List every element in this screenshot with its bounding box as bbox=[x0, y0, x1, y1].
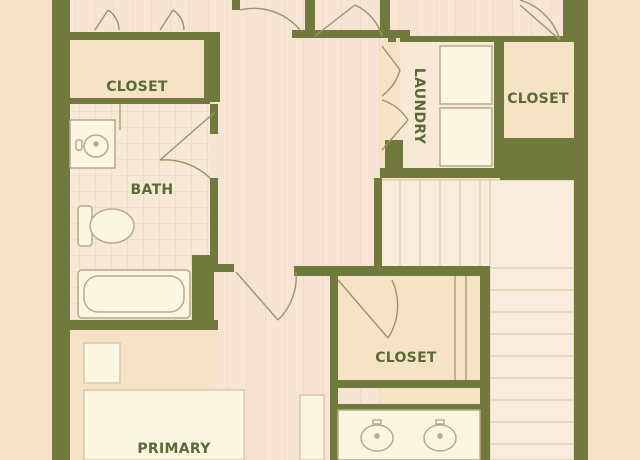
closet-right-label: CLOSET bbox=[507, 91, 569, 107]
laundry-label: LAUNDRY bbox=[411, 68, 427, 145]
bath-fixtures bbox=[69, 119, 191, 319]
closet-top-left-floor bbox=[70, 66, 208, 98]
vanity bbox=[337, 409, 481, 460]
bath-label: BATH bbox=[131, 182, 174, 198]
closet-center-label: CLOSET bbox=[375, 350, 437, 366]
primary-label: PRIMARY bbox=[137, 441, 211, 457]
washer bbox=[439, 45, 493, 105]
partition-lines bbox=[119, 104, 467, 380]
bed bbox=[83, 389, 245, 460]
primary-furniture bbox=[83, 342, 325, 460]
dresser bbox=[299, 394, 325, 460]
walls bbox=[52, 0, 640, 460]
door-swings bbox=[94, 0, 561, 339]
stairs bbox=[379, 179, 575, 460]
closet-top-left-label: CLOSET bbox=[106, 79, 168, 95]
nightstand bbox=[83, 342, 121, 384]
closet-right-floor bbox=[502, 40, 574, 138]
closet-center-floor bbox=[338, 277, 488, 380]
laundry-appliances bbox=[439, 45, 493, 167]
dryer bbox=[439, 107, 493, 167]
